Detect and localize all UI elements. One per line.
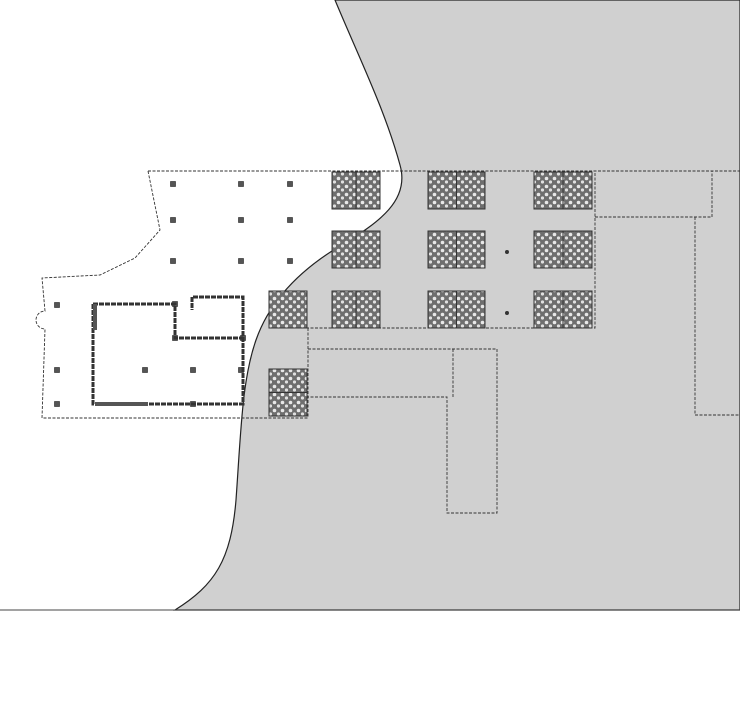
paving-tile — [268, 290, 308, 329]
paving-tile — [331, 230, 381, 269]
column-marker — [190, 367, 196, 373]
column-marker — [170, 217, 176, 223]
paving-tile — [533, 290, 593, 329]
interior-walls — [91, 295, 245, 406]
paving-tile — [427, 171, 486, 210]
paving-tile — [533, 171, 593, 210]
building-outlines — [35, 170, 740, 514]
paving-tile — [331, 171, 381, 210]
column-marker — [54, 401, 60, 407]
paving-tile — [427, 230, 486, 269]
column-marker — [54, 302, 60, 308]
column-marker — [170, 181, 176, 187]
paving-tiles — [268, 171, 593, 417]
column-marker — [170, 258, 176, 264]
paving-tile — [533, 230, 593, 269]
column-marker — [287, 217, 293, 223]
column-marker — [238, 217, 244, 223]
column-marker — [54, 367, 60, 373]
column-marker — [142, 367, 148, 373]
paving-tile — [331, 290, 381, 329]
paving-tile — [427, 290, 486, 329]
left-building-outline — [35, 170, 740, 419]
point-marker — [505, 250, 509, 254]
point-marker — [505, 311, 509, 315]
column-marker — [287, 258, 293, 264]
column-marker — [238, 181, 244, 187]
lower-wing-outline — [307, 328, 498, 514]
annex-outline — [595, 171, 740, 416]
column-marker — [238, 258, 244, 264]
column-marker — [287, 181, 293, 187]
paving-tile — [268, 368, 308, 417]
